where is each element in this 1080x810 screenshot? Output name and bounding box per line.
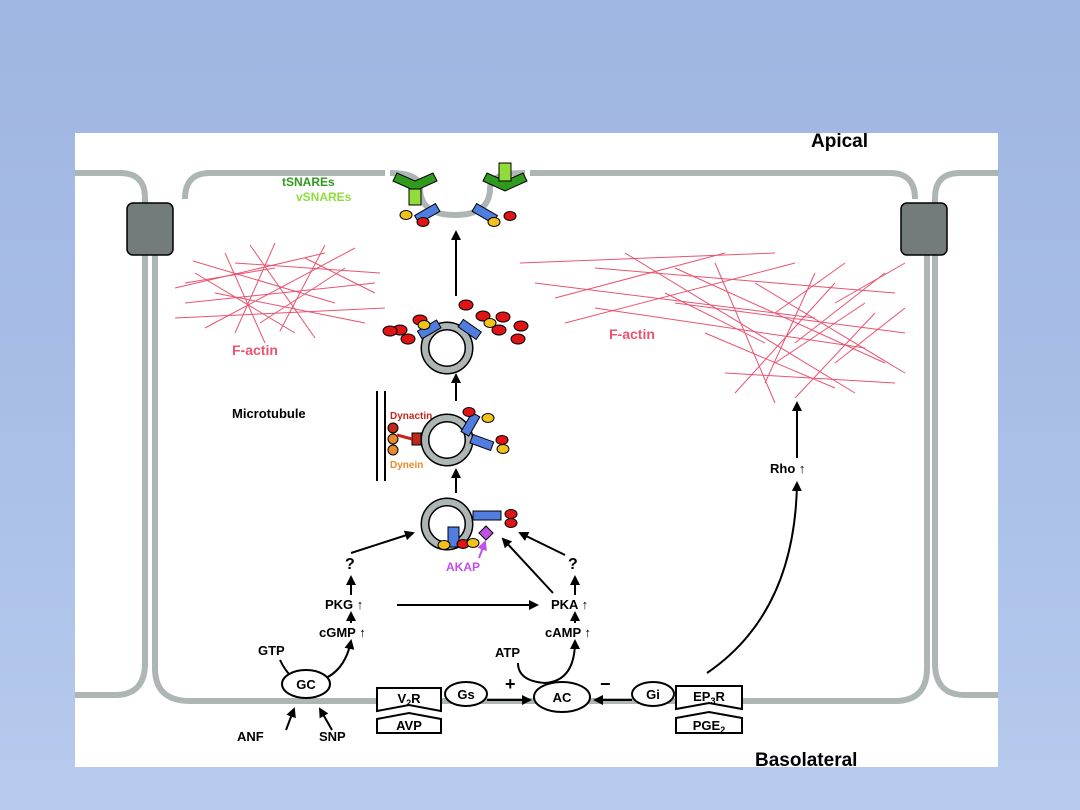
snp-label: SNP — [319, 729, 346, 744]
gi-protein: Gi — [631, 681, 675, 707]
ep3r-label: EP3R — [693, 689, 725, 706]
v2r-tail: R — [411, 691, 421, 706]
aquaporin-v2-top — [460, 411, 481, 437]
factin-right-label: F-actin — [609, 326, 655, 342]
aquaporin-v1-right — [457, 318, 483, 341]
tight-junction-left — [126, 202, 174, 256]
question-left: ? — [345, 556, 355, 573]
rho-label: Rho ↑ — [770, 461, 805, 476]
ep3r-main: EP — [693, 689, 711, 704]
factin-left-label: F-actin — [232, 342, 278, 358]
gs-protein: Gs — [444, 681, 488, 707]
apical-dots — [399, 210, 517, 227]
dynein-label: Dynein — [390, 460, 423, 471]
pge2-main: PGE — [693, 718, 721, 733]
ep3r-receptor: EP3R — [675, 685, 743, 711]
question-right: ? — [568, 556, 578, 573]
tight-junction-right — [900, 202, 948, 256]
vsnares-label: vSNAREs — [296, 190, 352, 204]
avp-label: AVP — [396, 718, 422, 733]
gc-enzyme: GC — [281, 669, 331, 699]
aquaporin-v3-right — [472, 510, 502, 521]
pkg-label: PKG ↑ — [325, 597, 363, 612]
anf-label: ANF — [237, 729, 264, 744]
avp-ligand: AVP — [376, 711, 442, 734]
pge2-sub: 2 — [720, 725, 725, 735]
cell-diagram: F-actin F-actin — [75, 133, 998, 767]
vesicle-transport-dots — [462, 407, 510, 454]
aquaporin-v2-right — [469, 433, 495, 452]
akap-arrow — [477, 540, 487, 559]
gc-label: GC — [296, 677, 316, 692]
vesicle-release-dots — [382, 299, 529, 345]
ep3r-sub: 3 — [710, 696, 715, 706]
ac-label: AC — [553, 690, 572, 705]
gi-label: Gi — [646, 687, 660, 702]
basolateral-label: Basolateral — [755, 750, 857, 767]
aquaporin-v3-bottom — [447, 526, 460, 548]
cell-membranes — [75, 170, 998, 704]
pge2-ligand: PGE2 — [675, 710, 743, 735]
cascade-arrows — [279, 401, 802, 731]
gtp-label: GTP — [258, 643, 285, 658]
plus-sign: + — [505, 674, 516, 694]
microtubule — [376, 391, 386, 481]
tsnares-label: tSNAREs — [282, 175, 335, 189]
v2r-sub: 2 — [406, 698, 411, 708]
ep3r-tail: R — [715, 689, 725, 704]
dynein-motor — [387, 422, 422, 456]
vesicle-akap-dots — [437, 509, 518, 550]
vesicle-release-membrane — [422, 323, 472, 373]
ac-enzyme: AC — [533, 681, 591, 713]
factin-left — [174, 242, 386, 344]
atp-label: ATP — [495, 645, 520, 660]
tsnare-left — [392, 172, 438, 206]
v2r-main: V — [397, 691, 406, 706]
v2r-label: V2R — [397, 691, 421, 708]
dynactin-label: Dynactin — [390, 411, 432, 422]
factin-right — [519, 252, 906, 404]
cgmp-label: cGMP ↑ — [319, 625, 366, 640]
akap-label: AKAP — [446, 560, 480, 574]
microtubule-label: Microtubule — [232, 406, 306, 421]
pge2-label: PGE2 — [693, 718, 725, 735]
gs-label: Gs — [457, 687, 474, 702]
tsnare-right — [482, 162, 528, 192]
pka-label: PKA ↑ — [551, 597, 588, 612]
camp-label: cAMP ↑ — [545, 625, 591, 640]
apical-label: Apical — [811, 133, 868, 152]
v2r-receptor: V2R — [376, 687, 442, 713]
vesicle-transport-membrane — [422, 415, 472, 465]
minus-sign: − — [600, 674, 611, 694]
akap-anchor — [478, 525, 494, 541]
trafficking-arrows — [350, 230, 566, 594]
